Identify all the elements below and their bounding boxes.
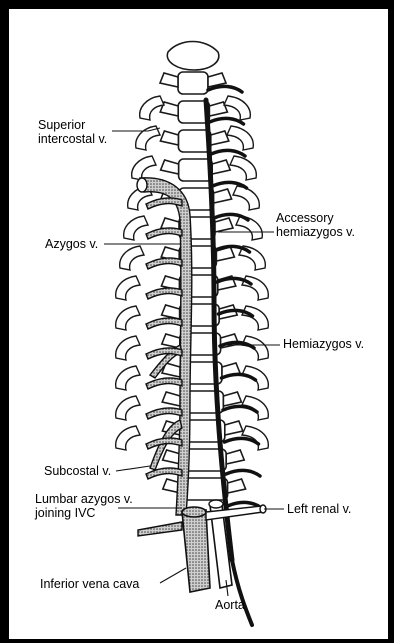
label-subcostal: Subcostal v.	[44, 464, 111, 478]
vertebra	[161, 160, 179, 174]
rib	[224, 96, 250, 120]
rib	[116, 366, 140, 390]
hemiazygos-branch	[210, 118, 244, 124]
azygos-branch	[146, 288, 182, 299]
rib	[136, 126, 160, 150]
vertebra	[179, 159, 213, 181]
rib	[116, 336, 140, 360]
rib	[140, 96, 164, 120]
hemiazygos-branch	[226, 470, 260, 476]
azygos-branch	[146, 468, 182, 479]
hemiazygos-branch	[223, 406, 257, 412]
vertebra	[223, 392, 241, 406]
label-accessory-hemiazygos: Accessory hemiazygos v.	[276, 211, 355, 239]
vertebra	[167, 42, 218, 71]
rib	[124, 216, 148, 240]
rib	[132, 156, 156, 180]
hemiazygos-branch	[222, 374, 256, 380]
rib	[230, 156, 256, 180]
vertebra	[215, 218, 233, 232]
vertebra	[226, 450, 244, 464]
label-lumbar-azygos: Lumbar azygos v. joining IVC	[35, 492, 133, 520]
label-hemiazygos: Hemiazygos v.	[283, 337, 364, 351]
vertebra	[225, 421, 243, 435]
vertebra	[212, 160, 230, 174]
azygos-branch	[146, 378, 182, 389]
azygos-branch	[146, 408, 182, 419]
azygos-branch	[146, 258, 182, 269]
azygos-branch	[146, 318, 182, 329]
vertebra	[228, 479, 246, 493]
rib	[116, 306, 140, 330]
azygos-branch	[146, 228, 182, 239]
rib	[120, 246, 144, 270]
azygos-vein	[137, 178, 192, 515]
vertebra	[211, 131, 229, 145]
vertebra	[162, 392, 180, 406]
vertebra	[160, 73, 178, 87]
rib	[116, 276, 140, 300]
vertebra	[178, 72, 208, 94]
vertebra	[160, 131, 178, 145]
rib	[116, 396, 140, 420]
label-aorta: Aorta	[215, 598, 245, 612]
rib	[116, 426, 140, 450]
label-superior-intercostal: Superior intercostal v.	[38, 118, 107, 146]
hemiazygos-branch	[211, 150, 245, 156]
hemiazygos-branch	[225, 438, 259, 444]
rib	[242, 306, 268, 330]
hemiazygos-branch	[208, 86, 242, 92]
label-inferior-vena-cava: Inferior vena cava	[40, 577, 139, 591]
vertebra	[162, 305, 180, 319]
label-left-renal: Left renal v.	[287, 502, 351, 516]
vertebra	[214, 189, 232, 203]
vertebra	[163, 450, 181, 464]
rib	[227, 126, 253, 150]
label-azygos: Azygos v.	[45, 237, 98, 251]
